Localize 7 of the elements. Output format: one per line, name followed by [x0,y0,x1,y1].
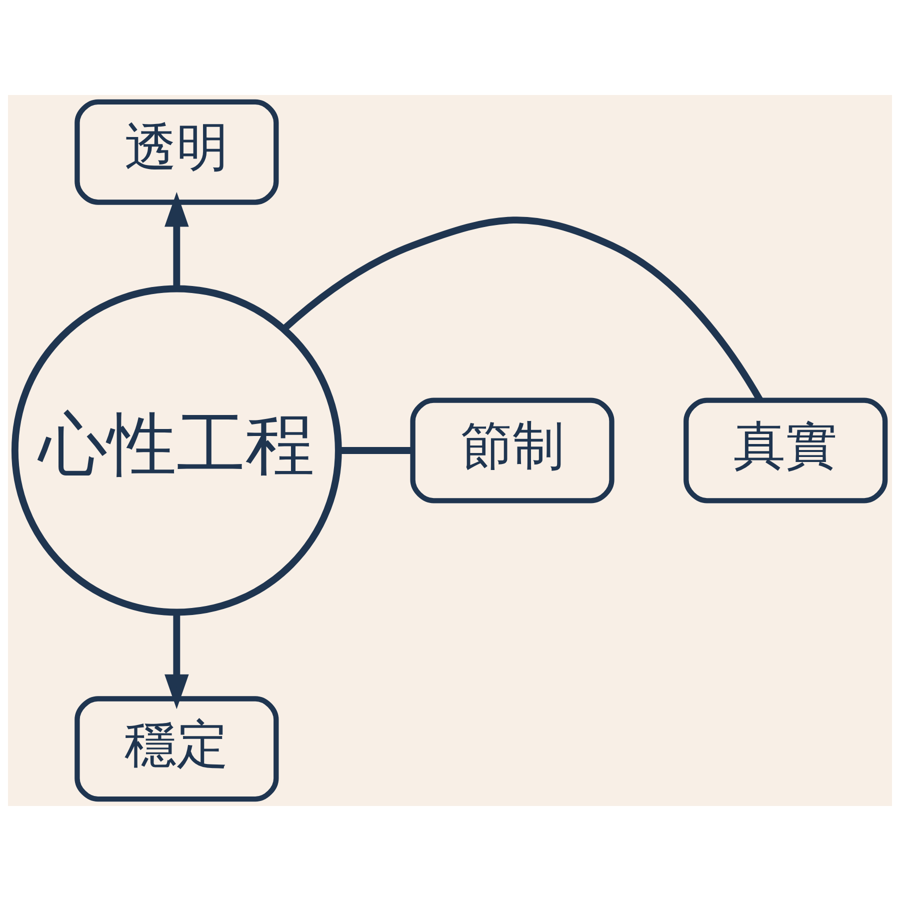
node-box: 真實 [684,397,888,503]
node-box: 穩定 [74,696,279,802]
node-box: 透明 [74,98,279,204]
node-circle: 心性工程 [11,284,342,616]
arrow [164,192,189,288]
connector [338,446,413,454]
node-box: 節制 [410,397,614,503]
